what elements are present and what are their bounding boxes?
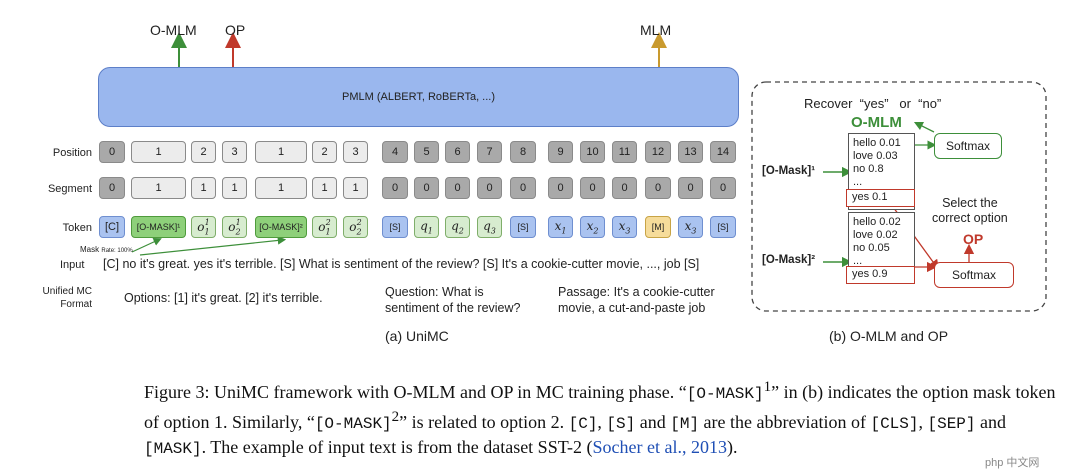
position-cell: 0 xyxy=(99,141,125,163)
prob-item: no 0.05 xyxy=(853,242,890,254)
segment-cell: 0 xyxy=(510,177,536,199)
position-cell: 2 xyxy=(312,141,337,163)
pmlm-label: PMLM (ALBERT, RoBERTa, ...) xyxy=(341,91,496,103)
segment-row-label: Segment xyxy=(47,183,92,195)
prob-item: no 0.8 xyxy=(853,163,884,175)
segment-cell: 1 xyxy=(222,177,247,199)
segment-cell: 1 xyxy=(312,177,337,199)
position-cell: 1 xyxy=(255,141,307,163)
omlm-title: O-MLM xyxy=(851,114,902,131)
segment-cell: 0 xyxy=(99,177,125,199)
segment-cell: 0 xyxy=(414,177,439,199)
output-omlm-label: O-MLM xyxy=(150,22,197,38)
recover-label: Recover “yes” or “no” xyxy=(804,96,942,111)
segment-cell: 1 xyxy=(343,177,368,199)
token-q-2: q2 xyxy=(445,216,470,238)
pmlm-block: PMLM (ALBERT, RoBERTa, ...) xyxy=(98,67,739,127)
segment-cell: 1 xyxy=(255,177,307,199)
segment-cell: 0 xyxy=(382,177,408,199)
position-cell: 12 xyxy=(645,141,671,163)
omask-2-label: [O-Mask]² xyxy=(762,254,816,266)
segment-cell: 0 xyxy=(477,177,502,199)
token-sep-2: [S] xyxy=(510,216,536,238)
token-q-3: q3 xyxy=(477,216,502,238)
figure-caption: Figure 3: UniMC framework with O-MLM and… xyxy=(144,379,1056,458)
position-cell: 13 xyxy=(678,141,703,163)
softmax-1: Softmax xyxy=(934,133,1002,159)
position-cell: 1 xyxy=(131,141,186,163)
input-text: [C] no it's great. yes it's terrible. [S… xyxy=(103,257,700,271)
prob-item: love 0.03 xyxy=(853,150,898,162)
op-title: OP xyxy=(963,231,984,247)
segment-cell: 0 xyxy=(548,177,573,199)
token-sep-3: [S] xyxy=(710,216,736,238)
segment-cell: 0 xyxy=(645,177,671,199)
token-x-3-b: x3 xyxy=(678,216,703,238)
output-op-label: OP xyxy=(225,22,246,38)
position-cell: 14 xyxy=(710,141,736,163)
position-cell: 8 xyxy=(510,141,536,163)
mask-rate-label: Mask Rate: 100% xyxy=(80,245,133,254)
position-cell: 3 xyxy=(343,141,368,163)
prob-item: love 0.02 xyxy=(853,229,898,241)
position-cell: 3 xyxy=(222,141,247,163)
token-x-3: x3 xyxy=(612,216,637,238)
token-x-1: x1 xyxy=(548,216,573,238)
position-cell: 11 xyxy=(612,141,637,163)
segment-cell: 0 xyxy=(710,177,736,199)
position-cell: 4 xyxy=(382,141,408,163)
position-row-label: Position xyxy=(52,147,92,159)
prob-item: hello 0.02 xyxy=(853,216,901,228)
subcaption-b: (b) O-MLM and OP xyxy=(829,328,949,344)
position-cell: 6 xyxy=(445,141,470,163)
token-o-1-1: o11 xyxy=(191,216,216,238)
token-o-2-1: o12 xyxy=(312,216,337,238)
prob-item: ... xyxy=(853,176,863,188)
position-cell: 7 xyxy=(477,141,502,163)
token-o-1-2: o21 xyxy=(222,216,247,238)
token-sep-1: [S] xyxy=(382,216,408,238)
token-x-2: x2 xyxy=(580,216,605,238)
softmax-2: Softmax xyxy=(934,262,1014,288)
segment-cell: 1 xyxy=(191,177,216,199)
citation-link[interactable]: Socher et al., 2013 xyxy=(592,437,728,457)
yes-prob-1: yes 0.1 xyxy=(846,189,915,207)
segment-cell: 0 xyxy=(678,177,703,199)
token-omask-1: [O-MASK]¹ xyxy=(131,216,186,238)
subcaption-a: (a) UniMC xyxy=(385,328,449,344)
segment-cell: 0 xyxy=(445,177,470,199)
token-q-1: q1 xyxy=(414,216,439,238)
token-o-2-2: o22 xyxy=(343,216,368,238)
format-options: Options: [1] it's great. [2] it's terrib… xyxy=(124,291,323,305)
input-label: Input xyxy=(60,259,85,271)
position-cell: 9 xyxy=(548,141,573,163)
output-mlm-label: MLM xyxy=(640,22,672,38)
segment-cell: 1 xyxy=(131,177,186,199)
position-cell: 2 xyxy=(191,141,216,163)
position-cell: 5 xyxy=(414,141,439,163)
segment-cell: 0 xyxy=(580,177,605,199)
position-cell: 10 xyxy=(580,141,605,163)
yes-prob-2: yes 0.9 xyxy=(846,266,915,284)
watermark: php 中文网 xyxy=(985,457,1040,469)
omask-1-label: [O-Mask]¹ xyxy=(762,165,816,177)
prob-item: ... xyxy=(853,255,863,267)
token-row-label: Token xyxy=(62,222,92,234)
token-cls: [C] xyxy=(99,216,125,238)
prob-item: hello 0.01 xyxy=(853,137,901,149)
token-omask-2: [O-MASK]² xyxy=(255,216,307,238)
segment-cell: 0 xyxy=(612,177,637,199)
token-mask: [M] xyxy=(645,216,671,238)
